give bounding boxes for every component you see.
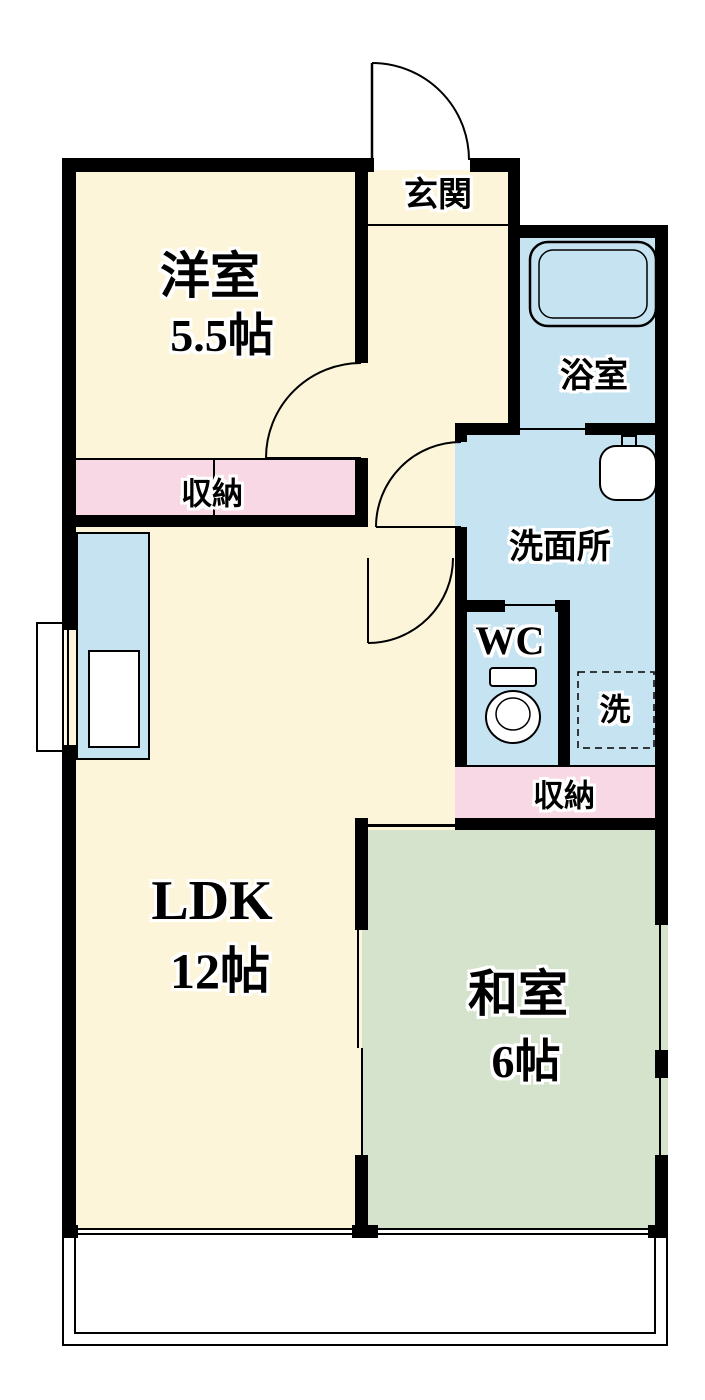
wall-washroom-left-stub bbox=[455, 423, 467, 442]
storage1-label: 収納 bbox=[181, 476, 243, 512]
fusuma-line-2 bbox=[361, 1048, 363, 1155]
ldk-size: 12帖 bbox=[170, 943, 270, 999]
japanese-room-opening-line bbox=[368, 824, 455, 827]
storage2-label: 収納 bbox=[533, 778, 595, 814]
wall-washroom-wc-left bbox=[455, 527, 467, 765]
bathroom-label: 浴室 bbox=[560, 358, 628, 395]
washbasin-icon bbox=[599, 445, 657, 501]
storage1-door-divider bbox=[213, 458, 215, 515]
wall-western-right-upper bbox=[355, 158, 368, 363]
balcony-inner-rail bbox=[74, 1238, 656, 1334]
wall-wc-right bbox=[558, 612, 570, 765]
left-window-line bbox=[67, 630, 69, 745]
wall-top-entry bbox=[470, 158, 520, 172]
wall-left-lower bbox=[62, 745, 76, 1238]
japanese-balcony-window-line-1 bbox=[378, 1228, 648, 1230]
genkan-label: 玄関 bbox=[404, 177, 472, 214]
storage2-door-line bbox=[455, 765, 655, 767]
wall-entry-right bbox=[508, 158, 520, 238]
wall-storage2-bottom bbox=[455, 818, 668, 830]
wall-japanese-left-lower bbox=[355, 1155, 368, 1225]
ldk-balcony-window-line-1 bbox=[78, 1228, 352, 1230]
kitchen-sink bbox=[88, 650, 140, 748]
right-window-line-2 bbox=[659, 1078, 661, 1155]
wc-door-line bbox=[505, 604, 555, 606]
left-bay-window bbox=[36, 622, 64, 752]
ldk-label: LDK bbox=[151, 870, 273, 932]
japanese-balcony-window-line-2 bbox=[378, 1233, 648, 1235]
washing-machine-space-icon bbox=[577, 671, 655, 749]
bath-door-line bbox=[520, 428, 585, 430]
toilet-bowl-icon bbox=[485, 690, 541, 744]
japanese-room-label: 和室 bbox=[468, 966, 568, 1022]
western-room-door-swing-arc bbox=[265, 362, 362, 459]
genkan-step-line bbox=[368, 224, 508, 226]
wc-label: WC bbox=[475, 618, 545, 663]
wall-wc-top-right bbox=[555, 600, 570, 612]
wall-bath-left bbox=[508, 225, 520, 430]
right-window-line-1 bbox=[659, 925, 661, 1050]
wall-japanese-left-upper bbox=[355, 818, 368, 930]
western-room-label: 洋室 bbox=[160, 248, 260, 304]
wall-right-between-windows bbox=[655, 1050, 668, 1078]
bathtub-icon bbox=[528, 240, 658, 328]
wall-western-right-lower bbox=[355, 458, 368, 518]
western-room-size: 5.5帖 bbox=[170, 310, 274, 361]
wall-top-left bbox=[62, 158, 374, 172]
room-japanese-floor bbox=[362, 830, 668, 1230]
wall-bottom-center-stub bbox=[352, 1225, 378, 1238]
wall-bottom-left-stub bbox=[62, 1225, 78, 1238]
ldk-balcony-window-line-2 bbox=[78, 1233, 352, 1235]
washbasin-tap-icon bbox=[621, 435, 637, 447]
room-bathroom-floor bbox=[508, 225, 668, 430]
wall-bottom-right-stub bbox=[648, 1225, 668, 1238]
ldk-door-swing-arc bbox=[367, 557, 454, 644]
entrance-door-swing-arc bbox=[371, 62, 470, 161]
laundry-label: 洗 bbox=[599, 692, 631, 728]
storage1-door-line bbox=[65, 458, 355, 460]
wall-washroom-top-left bbox=[455, 423, 520, 435]
wall-bath-top bbox=[508, 225, 668, 238]
wall-right-upper bbox=[655, 225, 668, 925]
wall-right-lower bbox=[655, 1155, 668, 1238]
toilet-seat-icon bbox=[495, 697, 531, 731]
fusuma-line-1 bbox=[357, 930, 359, 1048]
japanese-room-size: 6帖 bbox=[491, 1036, 561, 1087]
washroom-label: 洗面所 bbox=[509, 529, 611, 566]
room-storage2-floor bbox=[455, 765, 668, 825]
wall-washroom-top-right bbox=[585, 423, 668, 435]
toilet-tank-icon bbox=[489, 667, 537, 687]
wall-wc-top-left bbox=[455, 600, 505, 612]
bathtub-inner-icon bbox=[538, 249, 648, 319]
wall-left-upper bbox=[62, 158, 76, 630]
room-storage1-floor bbox=[65, 458, 365, 518]
washroom-door-swing-arc bbox=[375, 441, 462, 528]
wall-storage1-bottom bbox=[62, 515, 368, 527]
